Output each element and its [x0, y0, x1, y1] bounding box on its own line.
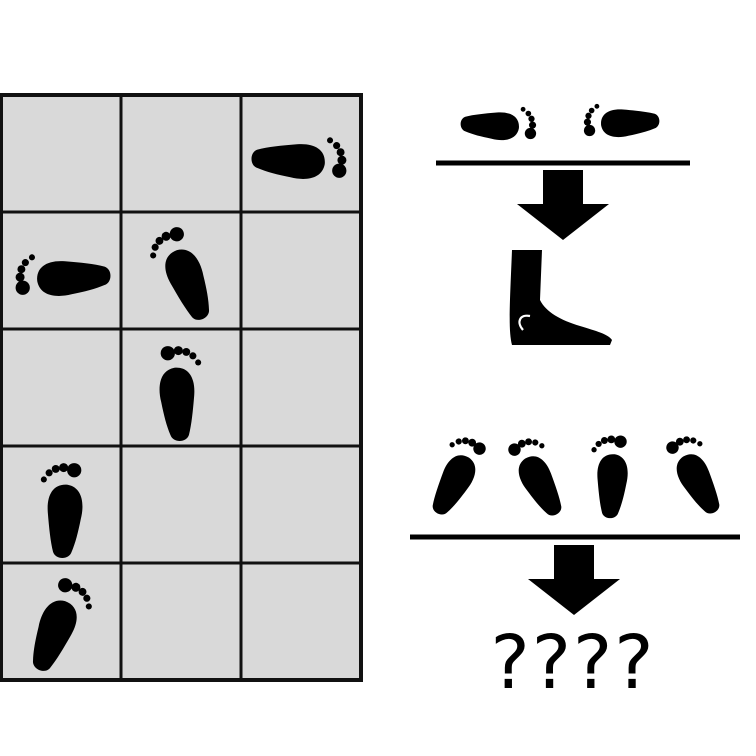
question-down-arrow [528, 545, 620, 615]
footprint-icon [663, 429, 732, 520]
grid-cell [119, 561, 243, 682]
grid-cell [0, 327, 123, 448]
footprint-icon [505, 431, 574, 522]
grid-cell [239, 561, 363, 682]
footprint-icon [460, 106, 537, 141]
footprint-icon [591, 435, 628, 519]
foot-side-view-icon [509, 250, 612, 345]
grid-border [0, 93, 363, 682]
grid-cell [0, 93, 123, 214]
question-footprints [420, 429, 732, 522]
grid-cell [239, 327, 363, 448]
answer-placeholder: ???? [490, 620, 655, 706]
grid-cell [119, 93, 243, 214]
example-footprints [460, 103, 660, 141]
grid-cell [119, 444, 243, 565]
footprint-icon [420, 430, 489, 521]
grid-cell [239, 444, 363, 565]
footprint-icon [583, 103, 660, 138]
grid-cell [239, 210, 363, 331]
example-down-arrow [517, 170, 609, 240]
